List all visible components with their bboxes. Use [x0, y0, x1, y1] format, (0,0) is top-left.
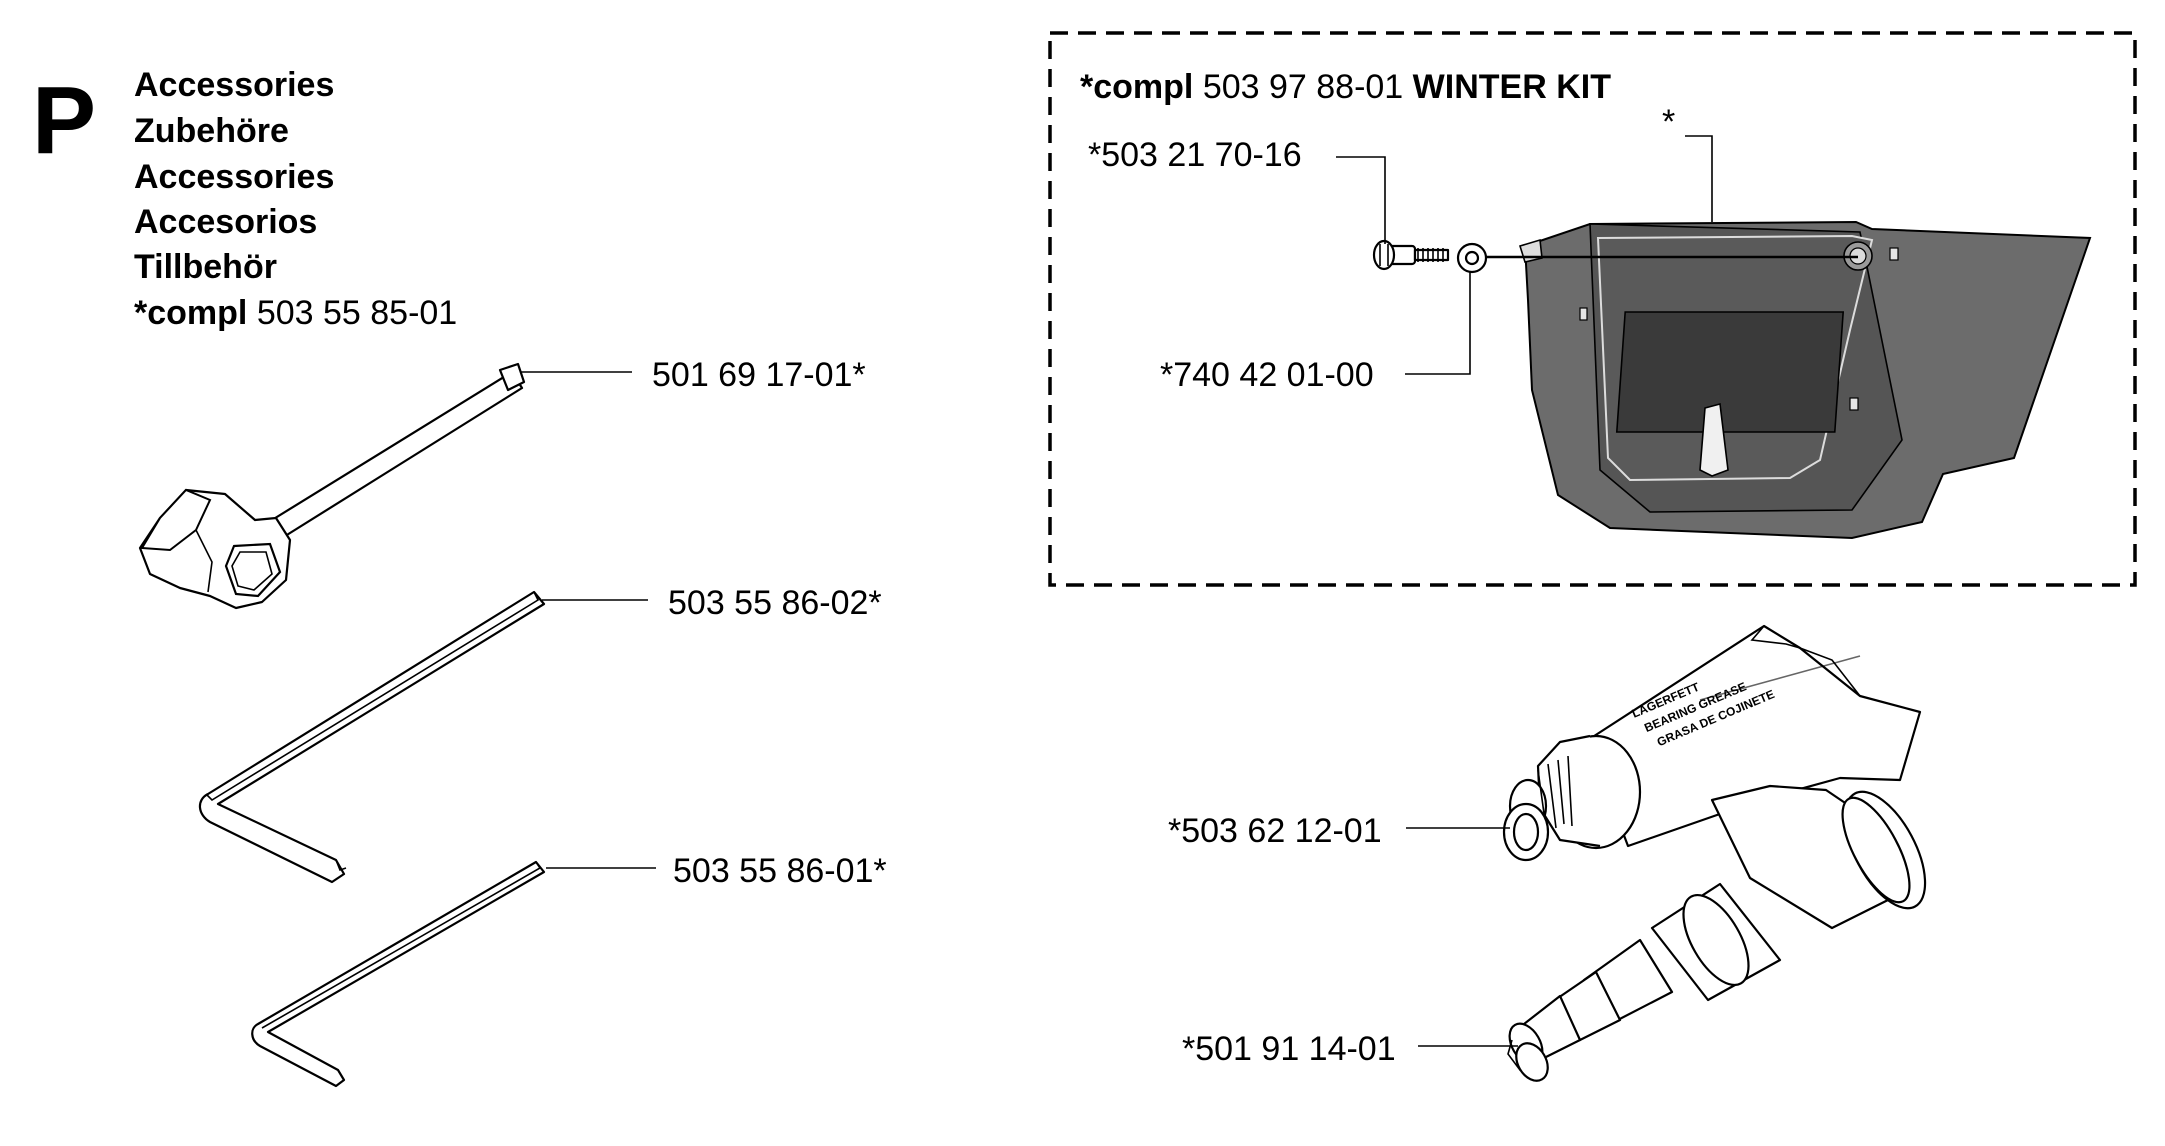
label-grease-tube: *503 62 12-01 [1168, 812, 1382, 850]
winter-kit-name: WINTER KIT [1413, 68, 1612, 106]
label-cover: * [1662, 103, 1675, 141]
section-kit-prefix: *compl [134, 294, 247, 332]
section-title-de: Zubehöre [134, 112, 289, 150]
label-hex-key-small: 503 55 86-01* [673, 852, 887, 890]
section-title-en: Accessories [134, 66, 334, 104]
label-grease-gun: *501 91 14-01 [1182, 1030, 1396, 1068]
winter-screw-drawing [1372, 239, 1450, 271]
grease-gun-drawing [1507, 784, 1927, 1082]
section-title-sv: Tillbehör [134, 248, 277, 286]
label-hex-key-large: 503 55 86-02* [668, 584, 882, 622]
winter-cover-drawing [1518, 220, 2092, 540]
winter-washer-drawing [1456, 242, 1488, 274]
label-washer: *740 42 01-00 [1160, 356, 1374, 394]
grease-tube-drawing: LAGERFETT BEARING GREASE GRASA DE COJINE… [1502, 624, 1922, 862]
winter-kit-number: 503 97 88-01 [1203, 68, 1403, 106]
hex-key-large-drawing [198, 590, 546, 884]
winter-kit-title: *compl 503 97 88-01 WINTER KIT [1080, 68, 1611, 106]
label-screw: *503 21 70-16 [1088, 136, 1302, 174]
label-wrench: 501 69 17-01* [652, 356, 866, 394]
section-letter: P [32, 67, 96, 174]
wrench-drawing [138, 362, 526, 610]
winter-kit-prefix: *compl [1080, 68, 1193, 106]
section-title-fr: Accessories [134, 158, 334, 196]
section-kit-label: *compl 503 55 85-01 [134, 294, 457, 332]
winter-kit-box [1048, 31, 2137, 587]
section-kit-number: 503 55 85-01 [257, 294, 457, 332]
hex-key-small-drawing [251, 860, 546, 1088]
section-title-es: Accesorios [134, 203, 317, 241]
